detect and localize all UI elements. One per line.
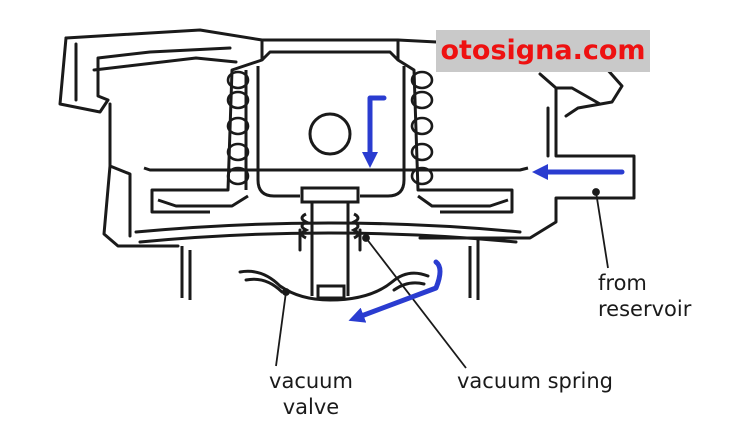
- vacuum-valve-stem: [300, 186, 360, 300]
- arrow-down-icon: [361, 95, 387, 169]
- pressure-valve-seal: [134, 221, 522, 252]
- spring-housing: [143, 40, 529, 214]
- arrow-down-left-icon: [348, 259, 443, 323]
- vacuum-valve-disc: [238, 269, 430, 302]
- vacuum-valve-label: vacuum valve: [256, 368, 366, 420]
- from-reservoir-line2: reservoir: [598, 297, 692, 321]
- vacuum-spring-label: vacuum spring: [457, 369, 613, 393]
- from-reservoir-label: from reservoir: [598, 270, 718, 322]
- filler-neck: [180, 240, 480, 300]
- leader-lines: [275, 188, 609, 369]
- center-hole: [308, 112, 352, 156]
- watermark: otosigna.com: [436, 30, 650, 72]
- vacuum-valve-line1: vacuum: [269, 369, 353, 393]
- flow-arrows: [348, 95, 625, 323]
- vacuum-valve-line2: valve: [282, 395, 340, 419]
- from-reservoir-line1: from: [598, 271, 647, 295]
- pressure-spring: [226, 70, 434, 186]
